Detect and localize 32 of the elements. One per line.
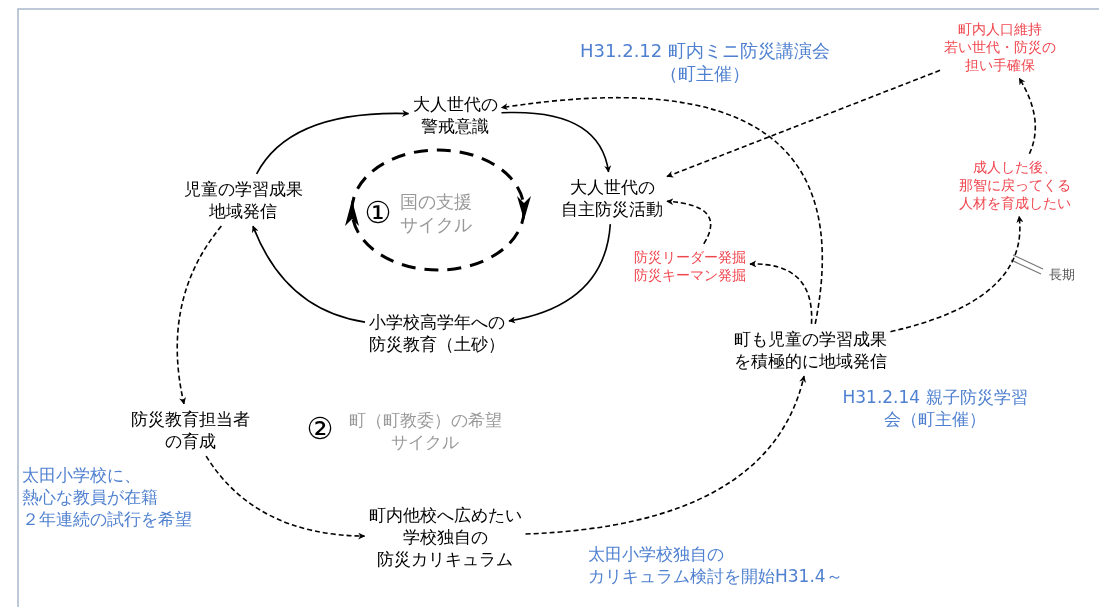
node-text: 防災教育担当者の育成	[130, 407, 250, 453]
event-note: H31.2.12 町内ミニ防災講演会（町主催）	[580, 38, 830, 86]
arrow	[500, 111, 611, 173]
node-text: 成人した後、那智に戻ってくる人材を育成したい	[959, 157, 1071, 213]
note-text: 太田小学校に、熱心な教員が在籍２年連続の試行を希望	[22, 463, 192, 531]
arrow	[666, 198, 712, 245]
cycle-number: ①	[364, 193, 392, 232]
arrow	[666, 69, 941, 178]
node-text: 町内他校へ広めたい学校独自の防災カリキュラム	[368, 503, 522, 571]
event-note: H31.2.14 親子防災学習会（町主催）	[842, 385, 1028, 431]
arrow	[500, 96, 823, 325]
cycle-label: 町（町教委）の希望サイクル	[348, 408, 502, 454]
node-text: 児童の学習成果地域発信	[183, 177, 303, 223]
arrow	[508, 223, 612, 324]
arrow	[524, 375, 806, 535]
cycle-label: 国の支援サイクル	[400, 189, 472, 237]
arrow	[749, 260, 813, 325]
arrow	[889, 215, 1023, 333]
node-text: 防災リーダー発掘防災キーマン発掘	[634, 247, 746, 285]
arrow	[1018, 77, 1037, 155]
arrow	[205, 455, 366, 540]
node-text: 大人世代の自主防災活動	[561, 175, 663, 221]
arrow	[255, 110, 410, 175]
arrow	[252, 225, 366, 323]
node-text: 町も児童の学習成果を積極的に地域発信	[733, 327, 887, 373]
edge-label: 長期	[1048, 266, 1076, 284]
node-text: 大人世代の警戒意識	[412, 92, 498, 138]
cycle-number: ②	[306, 409, 334, 448]
node-text: 町内人口維持若い世代・防災の担い手確保	[944, 19, 1056, 75]
node-text: 小学校高学年への防災教育（土砂）	[369, 310, 505, 356]
note-text: 太田小学校独自のカリキュラム検討を開始H31.4～	[588, 542, 843, 588]
arrow	[176, 225, 223, 405]
